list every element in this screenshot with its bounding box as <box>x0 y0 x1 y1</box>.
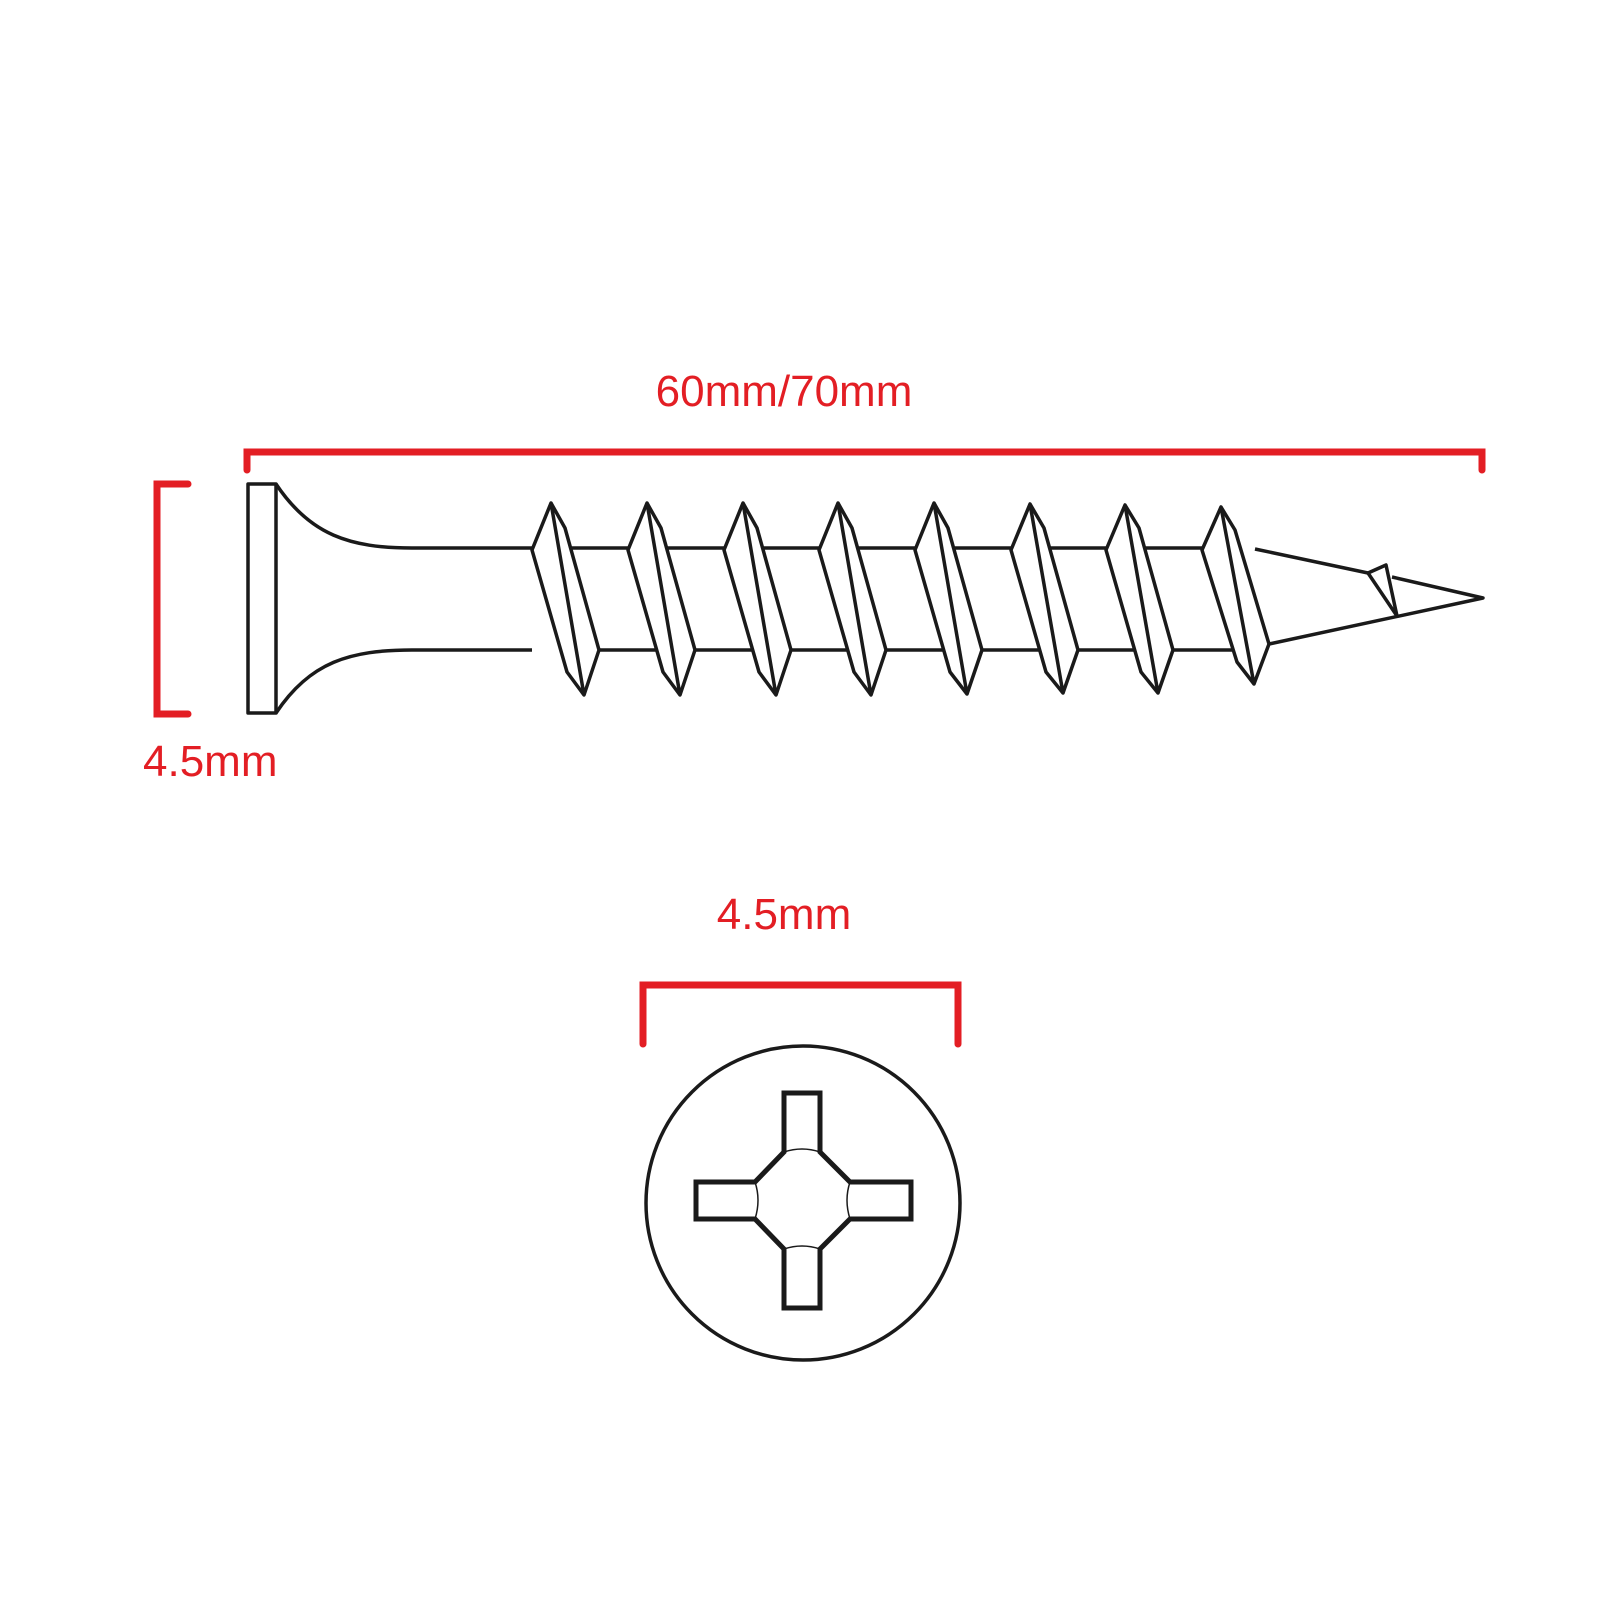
phillips-drive-icon <box>693 1090 914 1311</box>
screw-shank-lines <box>565 546 1245 652</box>
screw-thread <box>817 501 888 697</box>
screw-thread <box>1009 502 1080 695</box>
screw-thread <box>626 501 697 697</box>
screw-thread <box>913 501 984 696</box>
side-diameter-dimension-label: 4.5mm <box>143 737 278 786</box>
length-dimension-bracket <box>243 448 1486 474</box>
phillips-drive-arcs <box>754 1148 851 1250</box>
screw-thread <box>1104 503 1175 695</box>
screw-thread <box>722 501 793 697</box>
length-dimension-label: 60mm/70mm <box>655 367 913 416</box>
screw-thread <box>530 501 601 697</box>
screw-head-view <box>644 1044 962 1362</box>
screw-thread <box>1200 505 1271 686</box>
screw-side-view <box>246 482 1485 715</box>
side-diameter-dimension-bracket <box>153 480 192 718</box>
screw-head-plate <box>246 482 278 715</box>
screw-tip-notch <box>1366 563 1399 618</box>
head-diameter-dimension-label: 4.5mm <box>716 890 852 939</box>
screw-tip <box>1254 547 1485 646</box>
head-diameter-dimension-bracket <box>639 981 962 1048</box>
screw-bugle-neck <box>274 483 532 714</box>
